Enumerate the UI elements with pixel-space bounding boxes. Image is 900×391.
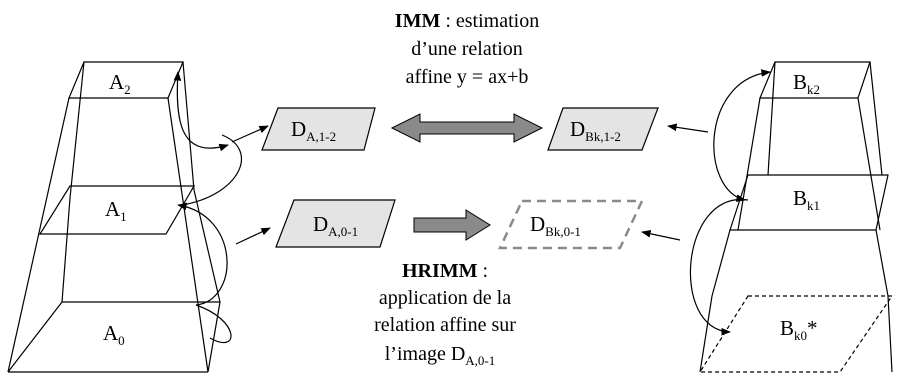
detail-d-bk01 xyxy=(498,199,644,250)
label-a1: A1 xyxy=(105,197,127,224)
label-a2: A2 xyxy=(109,70,131,97)
hrimm-note-line3: relation affine sur xyxy=(374,314,516,336)
label-a0: A0 xyxy=(103,321,125,348)
link-a2-to-d-a12 xyxy=(173,71,229,152)
label-bk1: Bk1 xyxy=(793,186,820,213)
straight-arrows xyxy=(231,123,709,245)
arrow-to-d-bk01 xyxy=(641,230,681,241)
imm-note-line2: d’une relation xyxy=(411,38,523,60)
label-d-bk12: DBk,1-2 xyxy=(570,117,621,144)
hrimm-note-line2: application de la xyxy=(379,287,511,309)
hrimm-arrow xyxy=(413,209,491,241)
arrow-to-d-a12 xyxy=(231,125,269,143)
link-b1-loop xyxy=(689,199,749,336)
curved-links xyxy=(173,69,771,344)
link-a1-loop xyxy=(181,134,242,206)
arrow-to-d-a01 xyxy=(235,227,271,245)
imm-note-line3: affine y = ax+b xyxy=(406,66,529,88)
detail-d-a01-shape xyxy=(275,199,396,248)
label-d-a01: DA,0-1 xyxy=(313,212,358,239)
imm-double-arrow xyxy=(390,113,544,143)
link-a1-to-d-a01 xyxy=(177,202,228,306)
left-pyramid xyxy=(7,61,221,373)
label-bk2: Bk2 xyxy=(793,70,820,97)
imm-note-line1: IMM : estimation xyxy=(395,10,539,32)
label-d-bk01: DBk,0-1 xyxy=(530,212,581,239)
hrimm-note-line1: HRIMM : xyxy=(402,260,488,282)
detail-d-bk12 xyxy=(547,107,659,151)
right-pyramid xyxy=(698,61,894,373)
detail-d-a12 xyxy=(261,107,376,151)
link-a0-loop xyxy=(195,304,232,344)
detail-d-bk12-shape xyxy=(547,107,659,151)
pyramid-a-middle-plane xyxy=(38,185,196,235)
label-d-a12: DA,1-2 xyxy=(291,117,336,144)
link-b2-loop xyxy=(713,69,771,202)
arrow-to-d-bk12 xyxy=(667,123,709,133)
detail-d-a01 xyxy=(275,199,396,248)
hrimm-note-line4: l’image DA,0-1 xyxy=(385,343,496,368)
pyramid-b-bottom-plane-dashed xyxy=(698,295,894,373)
label-bk0: Bk0* xyxy=(780,316,818,343)
detail-d-bk01-shape xyxy=(498,199,644,250)
detail-d-a12-shape xyxy=(261,107,376,151)
